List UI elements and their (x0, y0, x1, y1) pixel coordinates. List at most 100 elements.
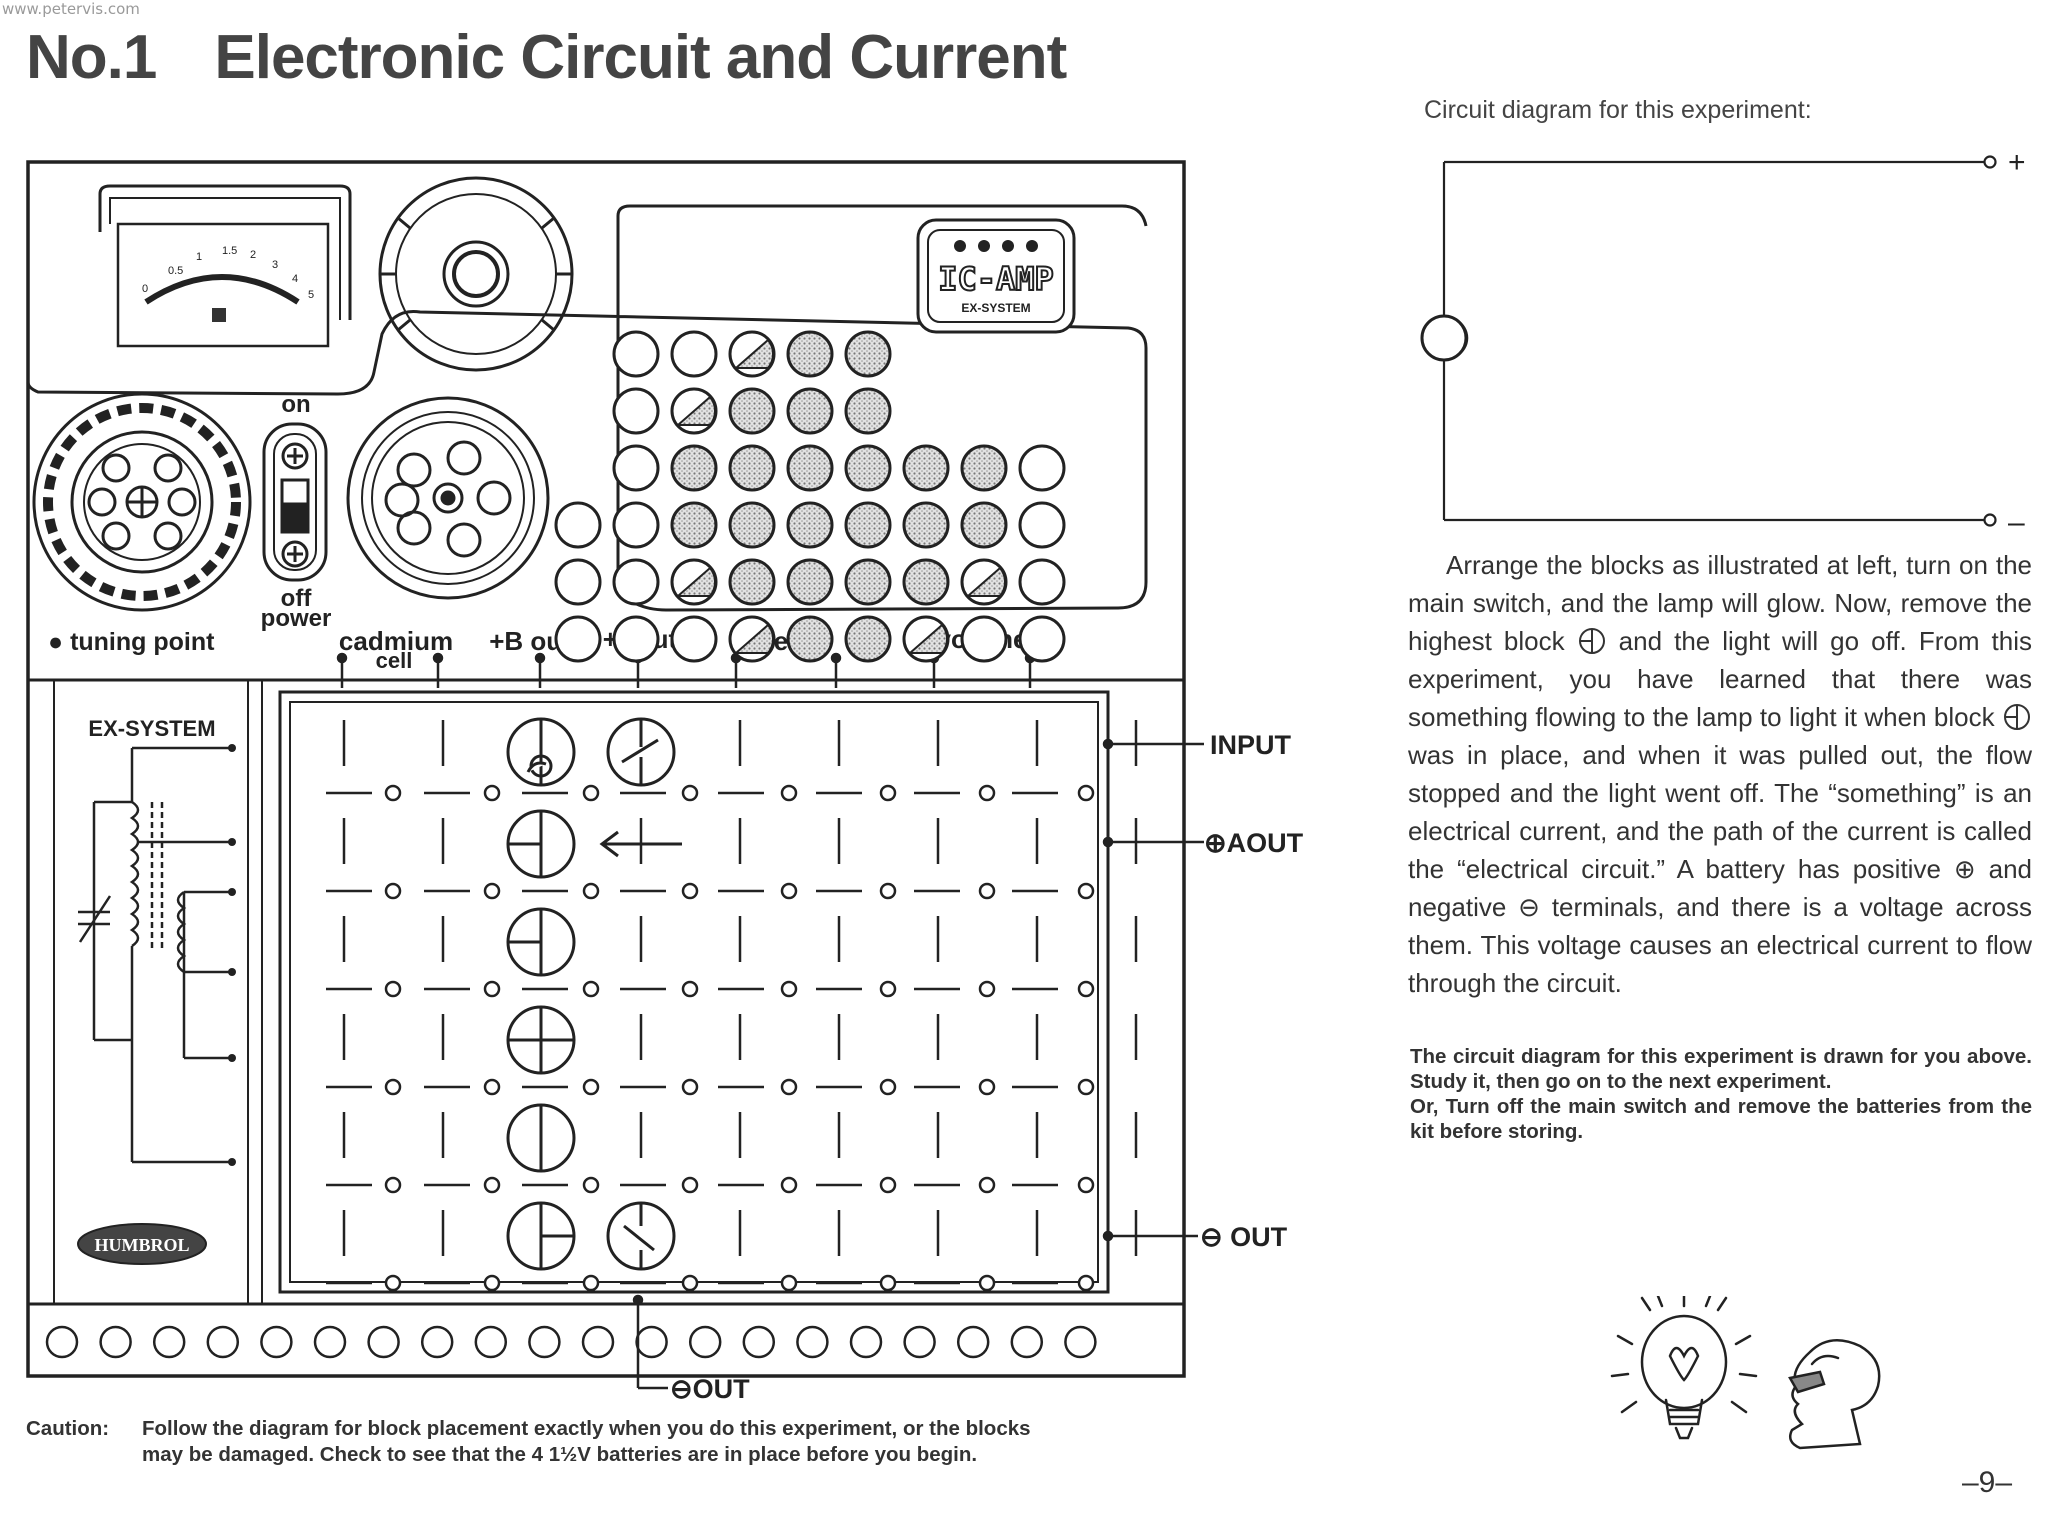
bulb-idea-illustration (1610, 1296, 1881, 1450)
socket-hole (612, 387, 660, 435)
experiment-instructions: Arrange the blocks as illustrated at lef… (1408, 546, 2032, 1002)
socket-hole (786, 558, 834, 606)
board-node (582, 1274, 600, 1292)
socket-hole (728, 615, 776, 663)
socket-hole (670, 330, 718, 378)
socket-hole (612, 444, 660, 492)
socket-hole (1018, 501, 1066, 549)
ic-amp-badge: IC-AMP EX-SYSTEM (916, 218, 1076, 334)
board-node (483, 1274, 501, 1292)
wire-block-top[interactable] (506, 809, 576, 879)
study-note: The circuit diagram for this experiment … (1410, 1044, 2032, 1144)
instructions-text-3: was in place, and when it was pulled out… (1408, 740, 2032, 998)
block-symbol-icon (1578, 628, 1605, 654)
bottom-socket (903, 1325, 936, 1359)
power-label: power (261, 605, 332, 632)
svg-text:4: 4 (292, 273, 298, 285)
socket-hole (612, 501, 660, 549)
ex-system-label: EX-SYSTEM (88, 716, 215, 741)
socket-hole (844, 387, 892, 435)
page-number: –9– (1962, 1466, 2013, 1499)
svg-text:2: 2 (250, 249, 256, 261)
power-switch[interactable] (262, 422, 328, 582)
circuit-diagram: + – (1420, 146, 2026, 539)
socket-hole (844, 501, 892, 549)
socket-hole (554, 501, 602, 549)
board-node (1077, 980, 1095, 998)
lamp-block[interactable] (506, 717, 576, 787)
socket-hole (1018, 558, 1066, 606)
bottom-socket (688, 1325, 722, 1359)
bottom-socket (581, 1325, 615, 1359)
tuning-point-label: ● tuning point (48, 628, 215, 656)
bottom-socket (956, 1325, 990, 1359)
svg-text:EX-SYSTEM: EX-SYSTEM (961, 301, 1030, 315)
arrow-icon (599, 830, 682, 858)
socket-hole (844, 558, 892, 606)
board-node (978, 1176, 996, 1194)
out-label-side: ⊖ OUT (1200, 1222, 1288, 1252)
caution-label: Caution: (26, 1417, 110, 1440)
board-node (1077, 882, 1095, 900)
svg-text:HUMBROL: HUMBROL (94, 1235, 189, 1255)
board-node (978, 882, 996, 900)
board-node (1077, 1274, 1095, 1292)
socket-hole (670, 615, 718, 663)
instructions-text-1: Arrange the blocks as illustrated at lef… (1408, 550, 2032, 656)
switch-block[interactable] (606, 717, 676, 787)
board-node (978, 784, 996, 802)
board-node (483, 1078, 501, 1096)
socket-hole (902, 558, 950, 606)
socket-hole (554, 558, 602, 606)
watermark: www.petervis.com (2, 0, 140, 18)
board-node (483, 980, 501, 998)
svg-text:5: 5 (308, 289, 314, 301)
board-node (681, 1078, 699, 1096)
board-node (780, 784, 798, 802)
speaker (346, 396, 550, 600)
board-node (780, 980, 798, 998)
wire-block-bottom[interactable] (506, 1201, 576, 1271)
socket-hole (728, 330, 776, 378)
board-node (582, 882, 600, 900)
cross-block[interactable] (506, 1005, 576, 1075)
board-node (384, 1176, 402, 1194)
socket-hole (670, 501, 718, 549)
socket-hole (1018, 444, 1066, 492)
board-node (879, 882, 897, 900)
socket-hole (960, 615, 1008, 663)
board-node (483, 1176, 501, 1194)
terminal-label-cadmium: cadmium (339, 626, 453, 656)
board-node (780, 1274, 798, 1292)
wire-block-2[interactable] (506, 907, 576, 977)
brand-badge: HUMBROL (77, 1223, 207, 1265)
board-node (879, 784, 897, 802)
block-symbol-icon (2004, 704, 2030, 730)
bottom-socket (152, 1325, 186, 1359)
switch-off-label: off (281, 585, 313, 612)
switch-block-bottom[interactable] (606, 1201, 676, 1271)
straight-block[interactable] (506, 1103, 576, 1173)
svg-text:1.5: 1.5 (222, 245, 237, 257)
bottom-socket (260, 1325, 293, 1359)
board-node (582, 980, 600, 998)
socket-hole (786, 444, 834, 492)
circuit-blocks (506, 717, 676, 1271)
svg-text:3: 3 (272, 259, 278, 271)
instructions-text-2: and the light will go off. From this exp… (1408, 626, 2032, 732)
socket-hole (786, 330, 834, 378)
socket-hole (612, 330, 660, 378)
svg-text:0.5: 0.5 (168, 265, 183, 277)
socket-hole (786, 501, 834, 549)
experiment-title: Electronic Circuit and Current (214, 23, 1067, 92)
board-node (681, 1274, 699, 1292)
bottom-socket (45, 1325, 79, 1359)
bottom-socket (99, 1325, 132, 1359)
socket-hole (844, 330, 892, 378)
board-node (879, 980, 897, 998)
bottom-socket (1064, 1325, 1097, 1359)
socket-hole (960, 501, 1008, 549)
socket-hole (554, 615, 602, 663)
board-node (780, 882, 798, 900)
